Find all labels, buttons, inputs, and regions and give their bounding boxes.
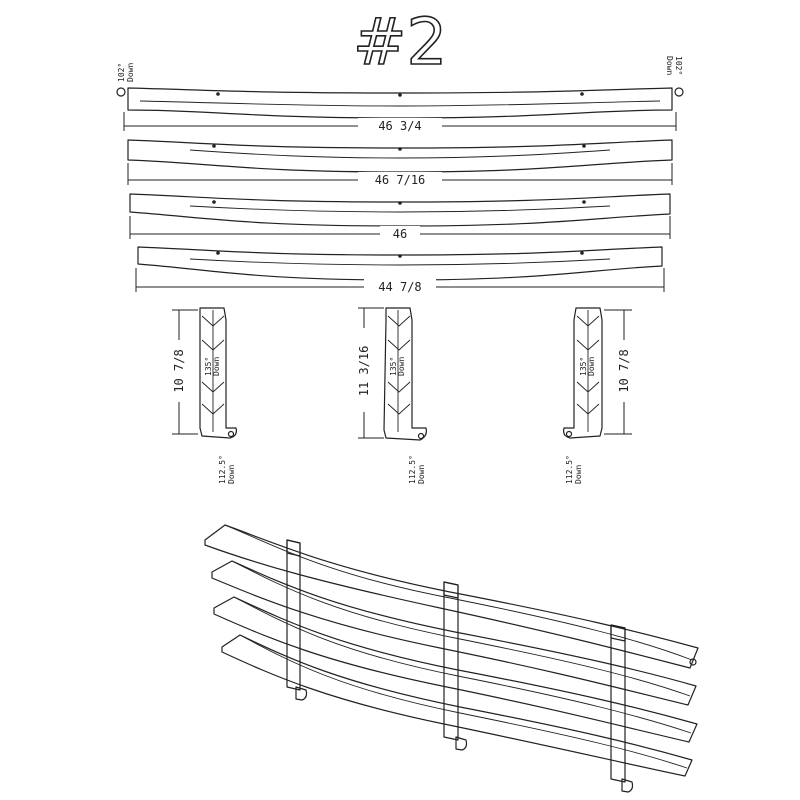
bracket-1-tab-hole (227, 430, 235, 438)
bracket-2-tab-dir: Down (417, 465, 426, 484)
bar-1-outline (127, 87, 673, 119)
bracket-3-tab-angle: 112.5° (565, 455, 574, 484)
bar-3-hole-mid (398, 201, 402, 205)
bar-3: 46 (129, 193, 671, 241)
bracket-3-chevrons (576, 315, 600, 415)
bar-2-length: 46 7/16 (375, 173, 426, 187)
assembly-bar-4 (221, 634, 693, 777)
bracket-2: 135° Down 112.5° Down 11 3/16 (356, 307, 427, 484)
bar-1: 102° Down 102° Down 46 3/4 (116, 56, 684, 133)
bar-2-bend-line (189, 149, 611, 159)
bracket-1-bend-angle: 135° (204, 357, 213, 376)
bar-4: 44 7/8 (135, 246, 665, 294)
bar-4-hole-right (580, 251, 584, 255)
bracket-1-tab-dir: Down (227, 465, 236, 484)
assembly-bar-2 (211, 560, 697, 706)
bracket-1-bend-dir: Down (212, 357, 221, 376)
bar-4-hole-left (216, 251, 220, 255)
assembly-bar-3 (213, 596, 698, 743)
bracket-3-tab-dir: Down (574, 465, 583, 484)
bar-4-outline (137, 246, 663, 281)
bracket-3-bend-dir: Down (587, 357, 596, 376)
bar-1-hole-mid (398, 93, 402, 97)
bar-4-length: 44 7/8 (378, 280, 421, 294)
bar-1-hole-right (580, 92, 584, 96)
assembly-bracket-fronts (286, 539, 626, 642)
bracket-2-length: 11 3/16 (357, 346, 371, 397)
bar-2-hole-left (212, 144, 216, 148)
bar-3-hole-left (212, 200, 216, 204)
bracket-1-chevrons (201, 315, 225, 415)
bracket-1-length: 10 7/8 (172, 349, 186, 392)
assembly-view (204, 524, 699, 793)
bracket-3-outline (563, 307, 603, 439)
bar-1-right-dir: Down (665, 56, 674, 75)
drawing-title: #2 (353, 6, 447, 80)
bar-1-left-tab (116, 87, 126, 97)
bar-3-outline (129, 193, 671, 227)
bar-1-left-angle: 102° (117, 63, 126, 82)
assembly-end-tab (689, 658, 697, 666)
bracket-3-length: 10 7/8 (617, 349, 631, 392)
bar-3-length: 46 (393, 227, 407, 241)
bracket-2-bend-dir: Down (397, 357, 406, 376)
bar-2-hole-mid (398, 147, 402, 151)
bracket-2-chevrons (387, 315, 411, 415)
bracket-3: 135° Down 112.5° Down 10 7/8 (563, 307, 632, 484)
bar-2-hole-right (582, 144, 586, 148)
bracket-3-bend-angle: 135° (579, 357, 588, 376)
bar-1-right-tab (674, 87, 684, 97)
bracket-2-bend-angle: 135° (389, 357, 398, 376)
bar-1-left-dir: Down (126, 63, 135, 82)
bar-1-right-angle: 102° (674, 56, 683, 75)
bar-2: 46 7/16 (127, 139, 673, 187)
bar-3-hole-right (582, 200, 586, 204)
bar-4-bend-line (189, 258, 611, 266)
bar-1-bend-line (139, 100, 661, 107)
bar-3-bend-line (189, 205, 611, 213)
bracket-2-tab-angle: 112.5° (408, 455, 417, 484)
bracket-1-outline (199, 307, 237, 439)
bar-1-length: 46 3/4 (378, 119, 421, 133)
bracket-2-outline (383, 307, 427, 441)
assembly-brackets (286, 539, 634, 793)
bar-1-hole-left (216, 92, 220, 96)
bracket-1-tab-angle: 112.5° (218, 455, 227, 484)
bracket-2-tab-hole (417, 432, 425, 440)
assembly-bar-1 (204, 524, 699, 669)
bar-4-hole-mid (398, 254, 402, 258)
bar-2-outline (127, 139, 673, 173)
bracket-3-tab-hole (565, 430, 573, 438)
bracket-1: 135° Down 112.5° Down 10 7/8 (171, 307, 237, 484)
